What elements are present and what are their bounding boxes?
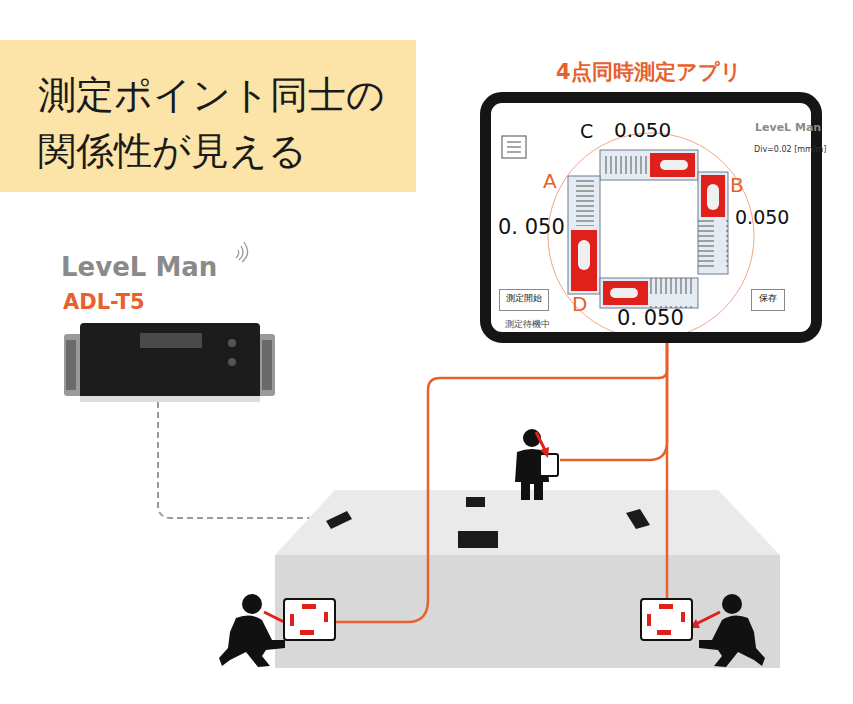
person-standing: [515, 429, 558, 500]
level-vial: [698, 172, 728, 274]
button-text: 測定開始: [500, 294, 548, 304]
point-letter: B: [730, 174, 744, 196]
model-name: ADL-T5: [63, 291, 145, 314]
point-letter: C: [580, 121, 593, 142]
brand-logo: LeveL Man: [61, 253, 217, 282]
menu-icon: [502, 136, 526, 158]
tablet-screen: [491, 103, 811, 332]
tablet: C0.050A0. 050B0.050D0. 050LeveL ManDiv=0…: [480, 92, 822, 343]
point-letter: A: [543, 170, 557, 192]
wifi-symbol: [236, 242, 248, 262]
device-photo: [64, 323, 275, 402]
point-letter: D: [572, 293, 587, 315]
leader-line: [158, 402, 330, 518]
surface-plate: [275, 490, 780, 668]
measured-value: 0.050: [614, 119, 671, 141]
title-text: 測定ポイント同士の 関係性が見える: [38, 67, 408, 179]
status-text: 測定待機中: [505, 320, 550, 330]
title-band: [0, 40, 416, 192]
resolution-note: Div=0.02 [mm/m]: [754, 146, 827, 155]
level-vial: [600, 150, 698, 180]
level-vial: [568, 176, 600, 294]
person-kneeling: [219, 594, 335, 667]
save-button: 保存: [751, 289, 785, 311]
wireless-link: [336, 343, 667, 622]
level-vial: [600, 278, 698, 308]
start-button: 測定開始: [499, 289, 549, 311]
guide-circle: [548, 133, 754, 339]
person-kneeling: [641, 594, 765, 667]
measured-value: 0. 050: [617, 307, 684, 330]
brand-logo: LeveL Man: [755, 122, 821, 134]
button-text: 保存: [752, 294, 784, 304]
app-title: 4点同時測定アプリ: [556, 61, 742, 84]
measured-value: 0.050: [735, 207, 789, 228]
measured-value: 0. 050: [498, 216, 565, 239]
